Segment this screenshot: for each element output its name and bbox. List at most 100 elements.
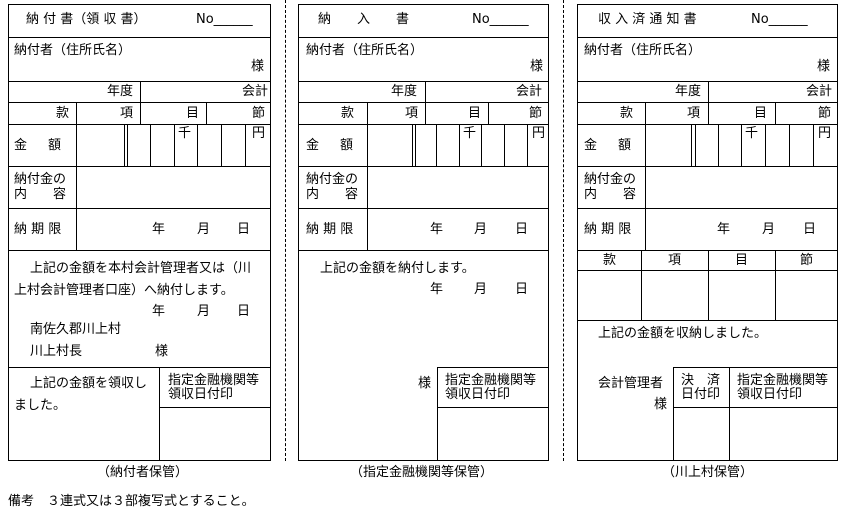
month-unit: 月	[762, 222, 776, 237]
divider	[577, 208, 838, 209]
content-label-2: 内 容	[584, 187, 637, 202]
payer-label: 納付者（住所氏名）	[14, 43, 132, 58]
bank-stamp-label: 領収日付印	[168, 387, 234, 402]
sama-label: 様	[817, 59, 831, 74]
divider	[8, 81, 271, 82]
divider	[527, 124, 528, 166]
divider	[718, 124, 719, 166]
divider	[708, 102, 709, 124]
divider	[577, 270, 838, 271]
divider	[8, 250, 271, 251]
account-label: 会計	[806, 84, 833, 99]
footnote: 備考 ３連式又は３部複写式とすること。	[8, 494, 255, 509]
divider	[367, 102, 368, 250]
sama-label: 様	[155, 344, 169, 359]
divider	[577, 250, 838, 251]
bank-stamp-label: 領収日付印	[445, 387, 511, 402]
content-label: 納付金の	[306, 172, 359, 187]
divider	[298, 37, 549, 38]
address-line: 南佐久郡川上村	[30, 322, 122, 337]
moku-label: 目	[468, 106, 482, 121]
kan-label: 款	[620, 106, 634, 121]
divider	[577, 102, 838, 103]
settle-label: 決 済	[681, 373, 721, 388]
payer-label: 納付者（住所氏名）	[306, 43, 424, 58]
manager-label: 会計管理者	[598, 376, 664, 391]
moku-label: 目	[754, 106, 768, 121]
form-number: No______	[472, 12, 529, 27]
divider	[8, 124, 271, 125]
day-unit: 日	[803, 222, 817, 237]
kou-label: 項	[687, 106, 701, 121]
divider	[298, 124, 549, 125]
form-title: 収 入 済 通 知 書	[598, 12, 697, 27]
kou-label: 項	[120, 106, 134, 121]
divider	[159, 367, 160, 461]
divider	[425, 102, 426, 124]
form-title: 納 入 書	[318, 12, 410, 27]
content-label: 納付金の	[14, 172, 67, 187]
divider	[437, 367, 438, 461]
divider	[159, 407, 271, 408]
amount-label: 金 額	[14, 138, 66, 153]
form-border	[8, 4, 271, 461]
divider	[221, 124, 222, 166]
divider	[197, 124, 198, 166]
form-border	[577, 4, 838, 461]
day-unit: 日	[237, 222, 251, 237]
divider	[206, 102, 207, 124]
content-label: 納付金の	[584, 172, 637, 187]
year-unit: 年	[717, 222, 731, 237]
year-unit: 年	[152, 222, 166, 237]
divider	[577, 37, 838, 38]
cut-line	[285, 0, 286, 461]
statement-line-2: 上村会計管理者口座）へ納付します。	[14, 283, 234, 298]
form-border	[298, 4, 549, 461]
divider	[459, 124, 460, 166]
divider	[412, 124, 413, 166]
divider	[645, 102, 646, 250]
sama-label: 様	[654, 397, 668, 412]
kan-label: 款	[56, 106, 70, 121]
divider	[8, 102, 271, 103]
divider	[488, 102, 489, 124]
statement-line-1: 上記の金額を本村会計管理者又は（川	[30, 261, 252, 276]
sama-label: 様	[530, 59, 544, 74]
divider	[8, 166, 271, 167]
divider	[577, 124, 838, 125]
month-unit: 月	[474, 282, 488, 297]
keeper-label: （指定金融機関等保管）	[350, 465, 494, 480]
divider	[504, 124, 505, 166]
divider	[140, 102, 141, 124]
divider	[8, 37, 271, 38]
setsu-label: 節	[252, 106, 266, 121]
keeper-label: （納付者保管）	[97, 465, 189, 480]
mayor-label: 川上村長	[30, 344, 83, 359]
divider	[729, 367, 730, 461]
divider	[425, 81, 426, 102]
amount-label: 金 額	[584, 138, 636, 153]
yen-label: 円	[532, 126, 546, 141]
day-unit: 日	[237, 304, 251, 319]
divider	[641, 250, 642, 320]
divider	[150, 124, 151, 166]
statement-line-1: 上記の金額を収納しました。	[598, 326, 768, 341]
setsu-label: 節	[529, 106, 543, 121]
divider	[741, 124, 742, 166]
account-label: 会計	[516, 84, 543, 99]
yen-label: 円	[252, 126, 266, 141]
divider	[298, 166, 549, 167]
day-unit: 日	[515, 222, 529, 237]
divider	[127, 124, 128, 166]
divider	[673, 367, 674, 461]
divider	[436, 124, 437, 166]
divider	[174, 124, 175, 166]
divider	[577, 81, 838, 82]
amount-label: 金 額	[306, 138, 358, 153]
thousand-label: 千	[463, 126, 477, 141]
divider	[813, 124, 814, 166]
cut-line	[563, 0, 564, 461]
divider	[124, 124, 125, 166]
account-label: 会計	[242, 84, 269, 99]
month-unit: 月	[474, 222, 488, 237]
